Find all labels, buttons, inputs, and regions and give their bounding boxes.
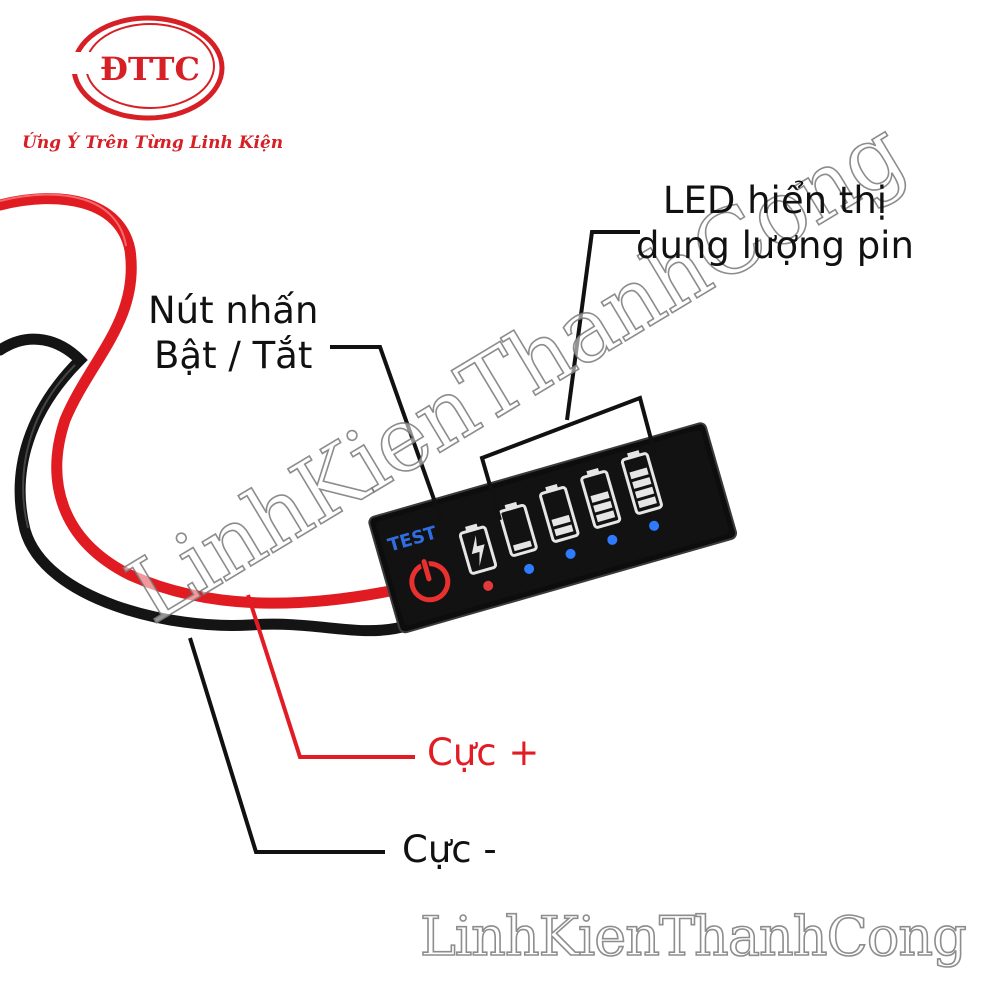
button-label: Nút nhấn Bật / Tắt [148,288,318,378]
callout-line-negative [188,637,385,854]
logo-ring [64,15,225,121]
battery-indicator-module: TEST [368,422,738,634]
battery-icon-level-3 [580,467,622,529]
battery-icon-level-1 [498,501,538,557]
watermark-bottom: LinhKienThanhCong [419,904,967,969]
led-label-line1: LED hiển thị [662,179,888,222]
led-5 [649,520,660,531]
led-bracket [479,395,658,521]
red-wire-highlight [0,193,127,247]
battery-icon-level-2 [539,483,580,543]
callout-line-led [565,230,640,421]
negative-label: Cực - [402,828,497,871]
callout-line-positive [246,594,415,759]
power-icon[interactable] [406,554,452,604]
led-3 [565,548,576,559]
battery-icon-full [620,450,663,515]
logo-tagline: Ứng Ý Trên Từng Linh Kiện [22,133,284,153]
red-wire [0,193,401,609]
led-label-line2: dung lượng pin [636,224,914,268]
battery-icon-charging [458,523,498,575]
button-label-line1: Nút nhấn [148,289,319,332]
led-label: LED hiển thị dung lượng pin [636,178,914,268]
led-4 [607,534,618,545]
logo-text: ĐTTC [100,50,200,88]
led-1 [483,580,494,591]
black-wire-highlight [22,364,76,529]
logo: ĐTTC [72,12,232,126]
button-label-line2: Bật / Tắt [154,334,313,378]
logo-mark: ĐTTC [100,50,200,88]
callout-line-button [330,345,444,523]
black-wire [0,333,416,637]
positive-label: Cực + [427,731,540,774]
led-2 [524,563,535,574]
